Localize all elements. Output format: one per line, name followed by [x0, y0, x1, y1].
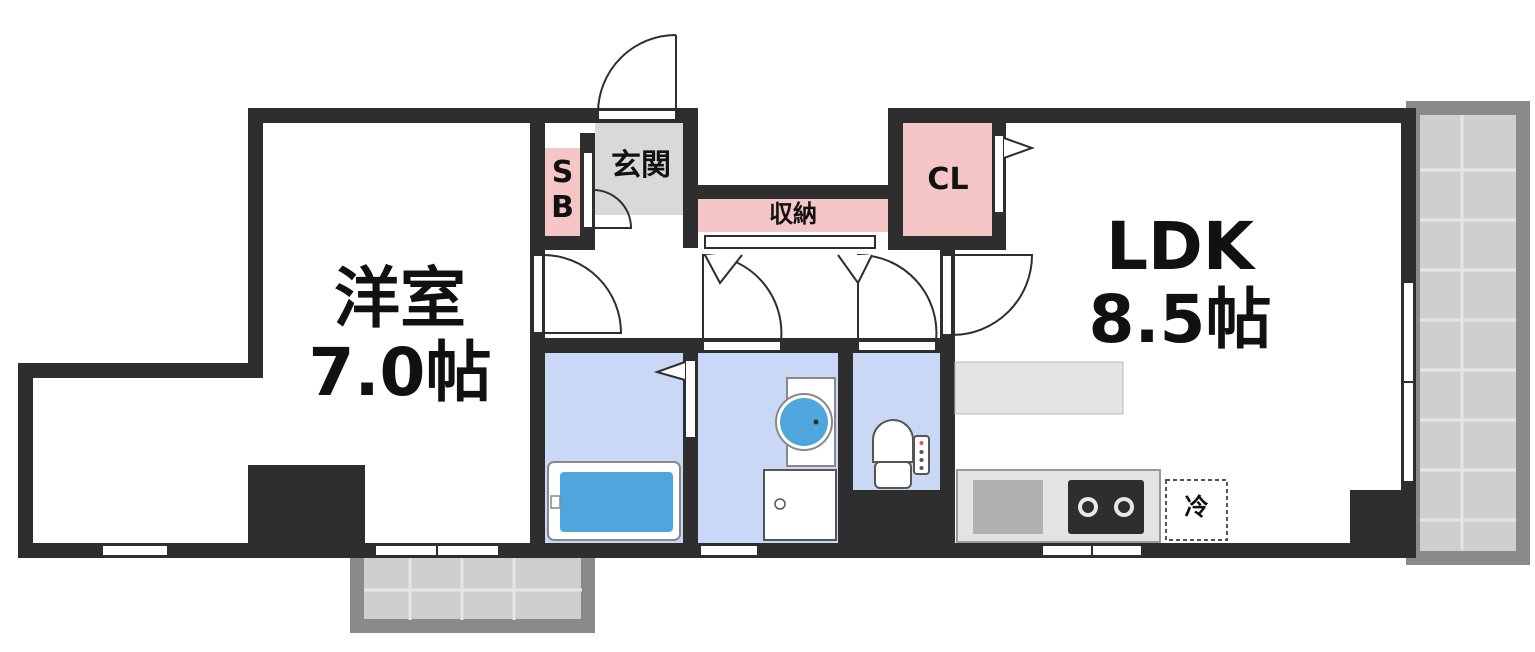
- entrance-label: 玄関: [611, 148, 671, 183]
- kitchen-icon: [956, 469, 1161, 543]
- toilet-icon: [872, 419, 930, 489]
- washbasin-icon: [775, 377, 836, 467]
- closet-label: CL: [927, 162, 969, 197]
- balcony-bottom: [350, 553, 595, 633]
- shoe-box-label-top: S: [551, 155, 574, 190]
- windows: [101, 281, 1415, 557]
- storage-label: 収納: [769, 200, 817, 228]
- shoe-box-fill: [545, 148, 580, 236]
- front-door: [597, 34, 677, 121]
- fridge-space-icon: [1165, 479, 1228, 541]
- walls: [18, 108, 1416, 558]
- western-room-name: 洋室: [334, 260, 466, 337]
- balcony-right: [1406, 101, 1530, 565]
- interior-doors: [532, 134, 1035, 439]
- closet-fill: [903, 123, 993, 236]
- counter-icon: [954, 361, 1124, 415]
- fridge-label: 冷: [1184, 493, 1209, 521]
- storage-fill: [698, 198, 888, 232]
- western-room-size: 7.0帖: [308, 334, 492, 411]
- ldk-room-size: 8.5帖: [1088, 281, 1272, 358]
- shoe-box-label-bottom: B: [551, 190, 574, 225]
- ldk-room-name: LDK: [1106, 208, 1254, 285]
- washing-machine-space-icon: [763, 469, 837, 541]
- entrance-floor: [595, 123, 685, 215]
- bathtub-icon: [547, 461, 681, 541]
